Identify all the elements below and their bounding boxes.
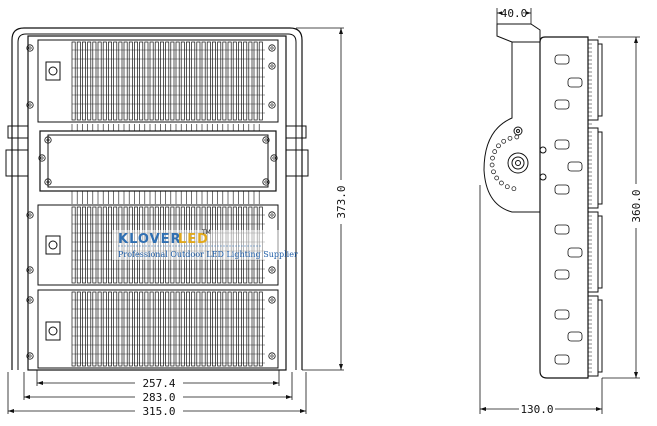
brand-name-b: LED <box>178 232 209 247</box>
trademark-mark: TM <box>201 229 211 236</box>
front-view <box>5 27 309 371</box>
dimension-315-0: 315.0 <box>142 405 175 418</box>
dimension-283-0: 283.0 <box>142 391 175 404</box>
side-dimension-lines <box>479 8 640 414</box>
mounting-slot <box>554 54 583 365</box>
side-view <box>483 23 603 379</box>
driver-ribs <box>71 124 260 204</box>
heatsink-fins-bottom <box>71 291 265 367</box>
front-dimension-arrows <box>8 28 343 413</box>
dimension-257-4: 257.4 <box>142 377 175 390</box>
side-dimension-arrows <box>480 11 638 411</box>
dimension-373-0: 373.0 <box>335 185 348 218</box>
watermark-logo: KLOVER LED TM Professional Outdoor LED L… <box>112 229 298 260</box>
screw-icon <box>26 44 278 360</box>
adjustment-holes <box>489 134 520 192</box>
hinge-disc <box>507 126 529 174</box>
brand-tagline: Professional Outdoor LED Lighting Suppli… <box>118 250 298 259</box>
dimension-130-0: 130.0 <box>520 403 553 416</box>
cable-gland-icon <box>45 61 61 341</box>
brand-name-a: KLOVER <box>118 232 182 247</box>
dimension-360-0: 360.0 <box>630 189 643 222</box>
side-fins <box>588 43 592 373</box>
led-module-side <box>588 39 603 377</box>
dimension-40-0: 40.0 <box>501 7 528 20</box>
heatsink-fins-top <box>71 41 265 121</box>
